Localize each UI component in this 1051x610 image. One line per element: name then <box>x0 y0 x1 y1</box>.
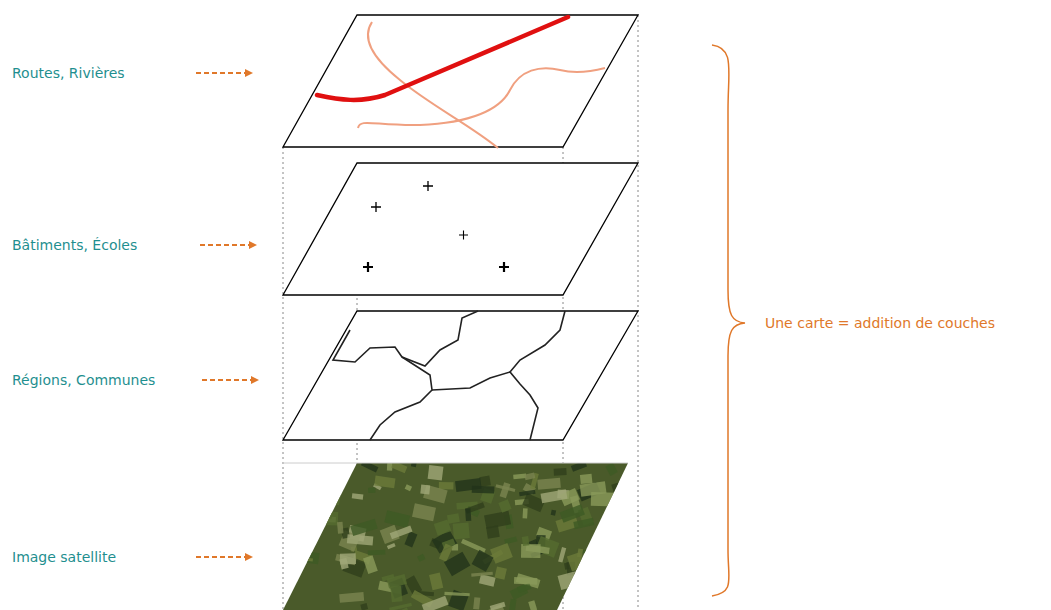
region-borders <box>333 311 565 440</box>
layer-label: Bâtiments, Écoles <box>12 236 137 254</box>
layer-label: Régions, Communes <box>12 371 155 389</box>
building-marks <box>363 181 509 272</box>
brace-caption: Une carte = addition de couches <box>765 314 995 332</box>
layer-label: Image satellite <box>12 548 116 566</box>
layer-plane <box>283 163 638 295</box>
roads-rivers <box>317 17 605 148</box>
layer-label: Routes, Rivières <box>12 64 125 82</box>
layer-plane <box>283 311 638 440</box>
layer-plane <box>283 15 638 147</box>
leader-arrow <box>196 73 258 557</box>
brace-bracket <box>712 45 745 596</box>
